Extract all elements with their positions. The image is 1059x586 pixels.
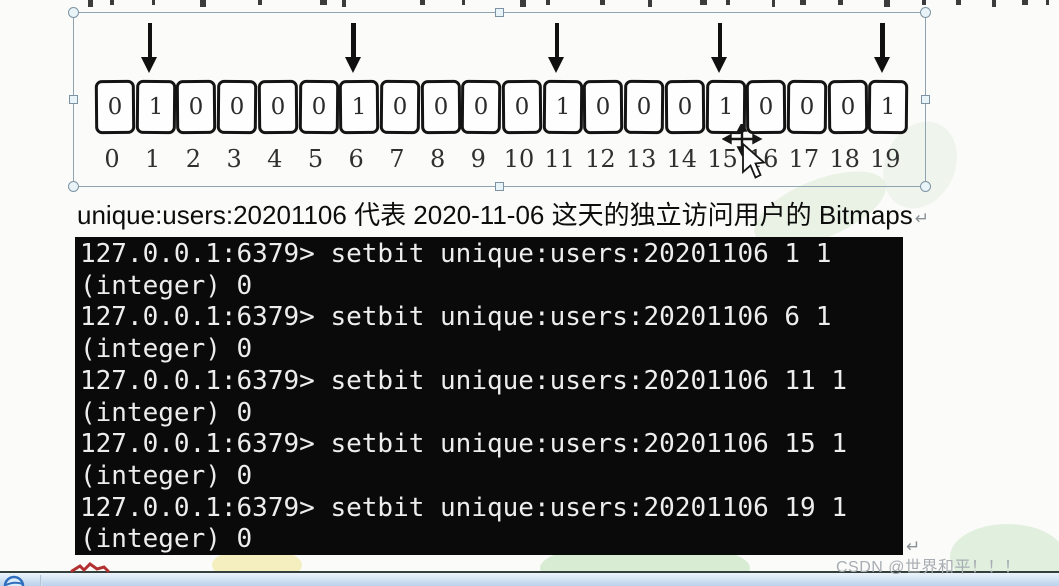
selection-handle-bottom-middle[interactable]: [494, 182, 504, 191]
bit-cell-10: 0: [501, 79, 543, 135]
index-label-0: 0: [104, 145, 120, 173]
bit-arrow-1: [141, 23, 158, 74]
taskbar: [0, 571, 1059, 586]
bit-cell-0: 0: [94, 79, 136, 135]
index-label-12: 12: [585, 145, 616, 173]
bit-arrow-19: [873, 23, 891, 74]
bit-cell-5: 0: [298, 79, 339, 135]
caption-text: unique:users:20201106 代表 2020-11-06 这天的独…: [77, 200, 913, 230]
terminal-line: 127.0.0.1:6379> setbit unique:users:2020…: [80, 429, 848, 460]
selection-box[interactable]: [68, 7, 931, 192]
selection-handle-middle-right[interactable]: [921, 94, 930, 104]
terminal-line: (integer) 0: [80, 270, 253, 301]
bit-cell-2: 0: [176, 79, 217, 135]
terminal-line: 127.0.0.1:6379> setbit unique:users:2020…: [80, 492, 848, 523]
index-label-18: 18: [829, 145, 860, 173]
index-label-7: 7: [389, 145, 405, 173]
index-label-11: 11: [544, 145, 575, 173]
bit-arrow-15: [711, 23, 728, 74]
bit-arrow-6: [344, 23, 362, 74]
index-label-8: 8: [429, 145, 446, 173]
index-label-6: 6: [348, 145, 364, 173]
bit-cell-3: 0: [216, 79, 258, 135]
terminal-line: (integer) 0: [80, 397, 253, 428]
bit-cell-11: 1: [542, 79, 583, 135]
return-mark-icon: ↵: [906, 537, 921, 556]
bit-arrow-11: [548, 23, 565, 74]
index-label-2: 2: [185, 145, 202, 173]
index-label-9: 9: [470, 145, 486, 173]
index-label-4: 4: [267, 145, 283, 173]
terminal-line: (integer) 0: [80, 334, 253, 365]
mouse-cursor: [722, 124, 767, 179]
taskbar-divider: [40, 575, 42, 586]
selection-handle-bottom-right[interactable]: [920, 181, 931, 192]
caption: unique:users:20201106 代表 2020-11-06 这天的独…: [77, 195, 929, 232]
bit-cell-13: 0: [623, 79, 665, 135]
index-label-14: 14: [666, 145, 698, 173]
selection-handle-top-left[interactable]: [68, 7, 79, 18]
return-mark-icon: ↵: [914, 209, 929, 228]
bit-cell-12: 0: [583, 79, 624, 135]
terminal-line: 127.0.0.1:6379> setbit unique:users:2020…: [80, 302, 832, 333]
bit-cell-9: 0: [461, 79, 502, 135]
bit-cell-8: 0: [420, 79, 461, 135]
selection-handle-middle-left[interactable]: [69, 94, 78, 104]
selection-handle-top-middle[interactable]: [494, 8, 504, 17]
csdn-watermark: CSDN @世界和平！！！: [836, 559, 1021, 576]
bit-cell-1: 1: [135, 79, 176, 135]
index-label-15: 15: [707, 145, 738, 173]
index-label-19: 19: [870, 145, 901, 173]
bit-cell-17: 0: [786, 79, 828, 135]
terminal-line: (integer) 0: [80, 460, 253, 491]
index-label-10: 10: [503, 145, 535, 173]
terminal-line: (integer) 0: [80, 524, 253, 555]
bit-cell-14: 0: [664, 79, 706, 135]
bit-cell-4: 0: [257, 79, 299, 135]
index-label-13: 13: [625, 145, 657, 173]
terminal-screenshot: 127.0.0.1:6379> setbit unique:users:2020…: [75, 237, 903, 555]
selection-handle-bottom-left[interactable]: [68, 181, 79, 192]
bit-cell-6: 1: [338, 79, 380, 135]
taskbar-app-icon[interactable]: [0, 575, 36, 586]
bit-cell-19: 1: [868, 79, 909, 135]
bit-cell-18: 0: [827, 79, 868, 135]
index-label-3: 3: [226, 145, 242, 173]
index-label-17: 17: [788, 145, 820, 173]
terminal-line: 127.0.0.1:6379> setbit unique:users:2020…: [80, 239, 832, 269]
terminal-line: 127.0.0.1:6379> setbit unique:users:2020…: [80, 365, 848, 396]
index-label-5: 5: [307, 145, 324, 173]
index-label-1: 1: [145, 145, 161, 173]
selection-handle-top-right[interactable]: [920, 7, 931, 18]
bit-cell-7: 0: [379, 79, 421, 135]
red-annotation-mark: [70, 562, 110, 573]
